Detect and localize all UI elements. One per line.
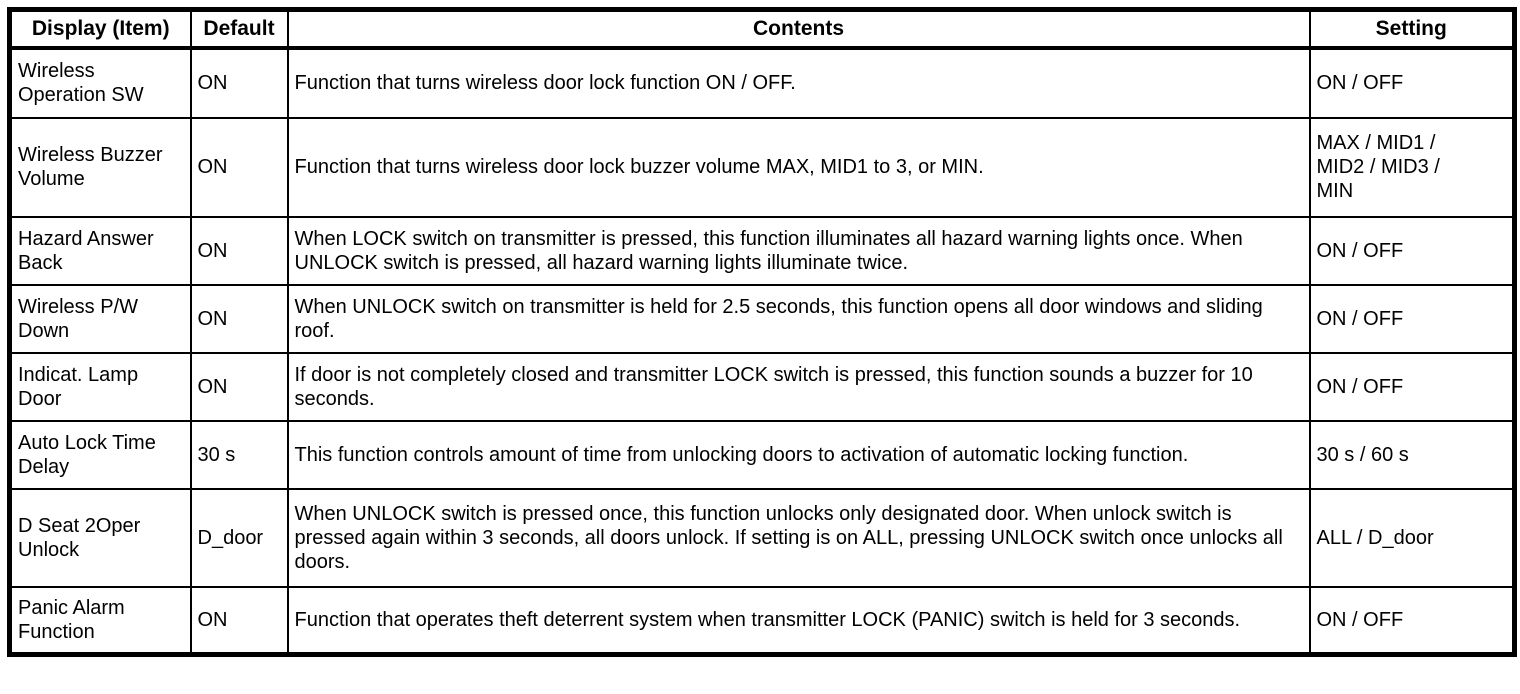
setting-cell: MAX / MID1 / MID2 / MID3 / MIN: [1308, 116, 1516, 218]
default-cell: 30 s: [189, 419, 289, 490]
table-row: D Seat 2Oper Unlock D_door When UNLOCK s…: [8, 487, 1516, 588]
header-setting: Setting: [1308, 8, 1516, 50]
default-cell: ON: [189, 215, 289, 286]
display-cell: Panic Alarm Function: [8, 585, 192, 656]
contents-cell: Function that turns wireless door lock b…: [286, 116, 1311, 218]
header-default: Default: [189, 8, 289, 50]
table-row: Hazard Answer Back ON When LOCK switch o…: [8, 215, 1516, 286]
setting-cell: ON / OFF: [1308, 283, 1516, 354]
table-row: Wireless Buzzer Volume ON Function that …: [8, 116, 1516, 218]
contents-cell: If door is not completely closed and tra…: [286, 351, 1311, 422]
table-row: Auto Lock Time Delay 30 s This function …: [8, 419, 1516, 490]
display-cell: Auto Lock Time Delay: [8, 419, 192, 490]
setting-cell: ALL / D_door: [1308, 487, 1516, 588]
table-row: Panic Alarm Function ON Function that op…: [8, 585, 1516, 656]
display-cell: D Seat 2Oper Unlock: [8, 487, 192, 588]
contents-cell: Function that operates theft deterrent s…: [286, 585, 1311, 656]
default-cell: ON: [189, 46, 289, 119]
display-cell: Indicat. Lamp Door: [8, 351, 192, 422]
display-cell: Wireless Operation SW: [8, 46, 192, 119]
default-cell: ON: [189, 351, 289, 422]
setting-cell: ON / OFF: [1308, 215, 1516, 286]
setting-cell: 30 s / 60 s: [1308, 419, 1516, 490]
header-display-item: Display (Item): [8, 8, 192, 50]
table-row: Wireless Operation SW ON Function that t…: [8, 46, 1516, 119]
display-cell: Hazard Answer Back: [8, 215, 192, 286]
default-cell: D_door: [189, 487, 289, 588]
setting-cell: ON / OFF: [1308, 46, 1516, 119]
contents-cell: Function that turns wireless door lock f…: [286, 46, 1311, 119]
table-row: Indicat. Lamp Door ON If door is not com…: [8, 351, 1516, 422]
table-row: Wireless P/W Down ON When UNLOCK switch …: [8, 283, 1516, 354]
default-cell: ON: [189, 585, 289, 656]
setting-cell: ON / OFF: [1308, 351, 1516, 422]
default-cell: ON: [189, 283, 289, 354]
header-contents: Contents: [286, 8, 1311, 50]
contents-cell: When LOCK switch on transmitter is press…: [286, 215, 1311, 286]
contents-cell: When UNLOCK switch on transmitter is hel…: [286, 283, 1311, 354]
default-cell: ON: [189, 116, 289, 218]
display-cell: Wireless P/W Down: [8, 283, 192, 354]
table-header-row: Display (Item) Default Contents Setting: [8, 8, 1516, 50]
contents-cell: When UNLOCK switch is pressed once, this…: [286, 487, 1311, 588]
wireless-door-lock-settings-table: Display (Item) Default Contents Setting …: [7, 7, 1517, 657]
setting-cell: ON / OFF: [1308, 585, 1516, 656]
contents-cell: This function controls amount of time fr…: [286, 419, 1311, 490]
display-cell: Wireless Buzzer Volume: [8, 116, 192, 218]
